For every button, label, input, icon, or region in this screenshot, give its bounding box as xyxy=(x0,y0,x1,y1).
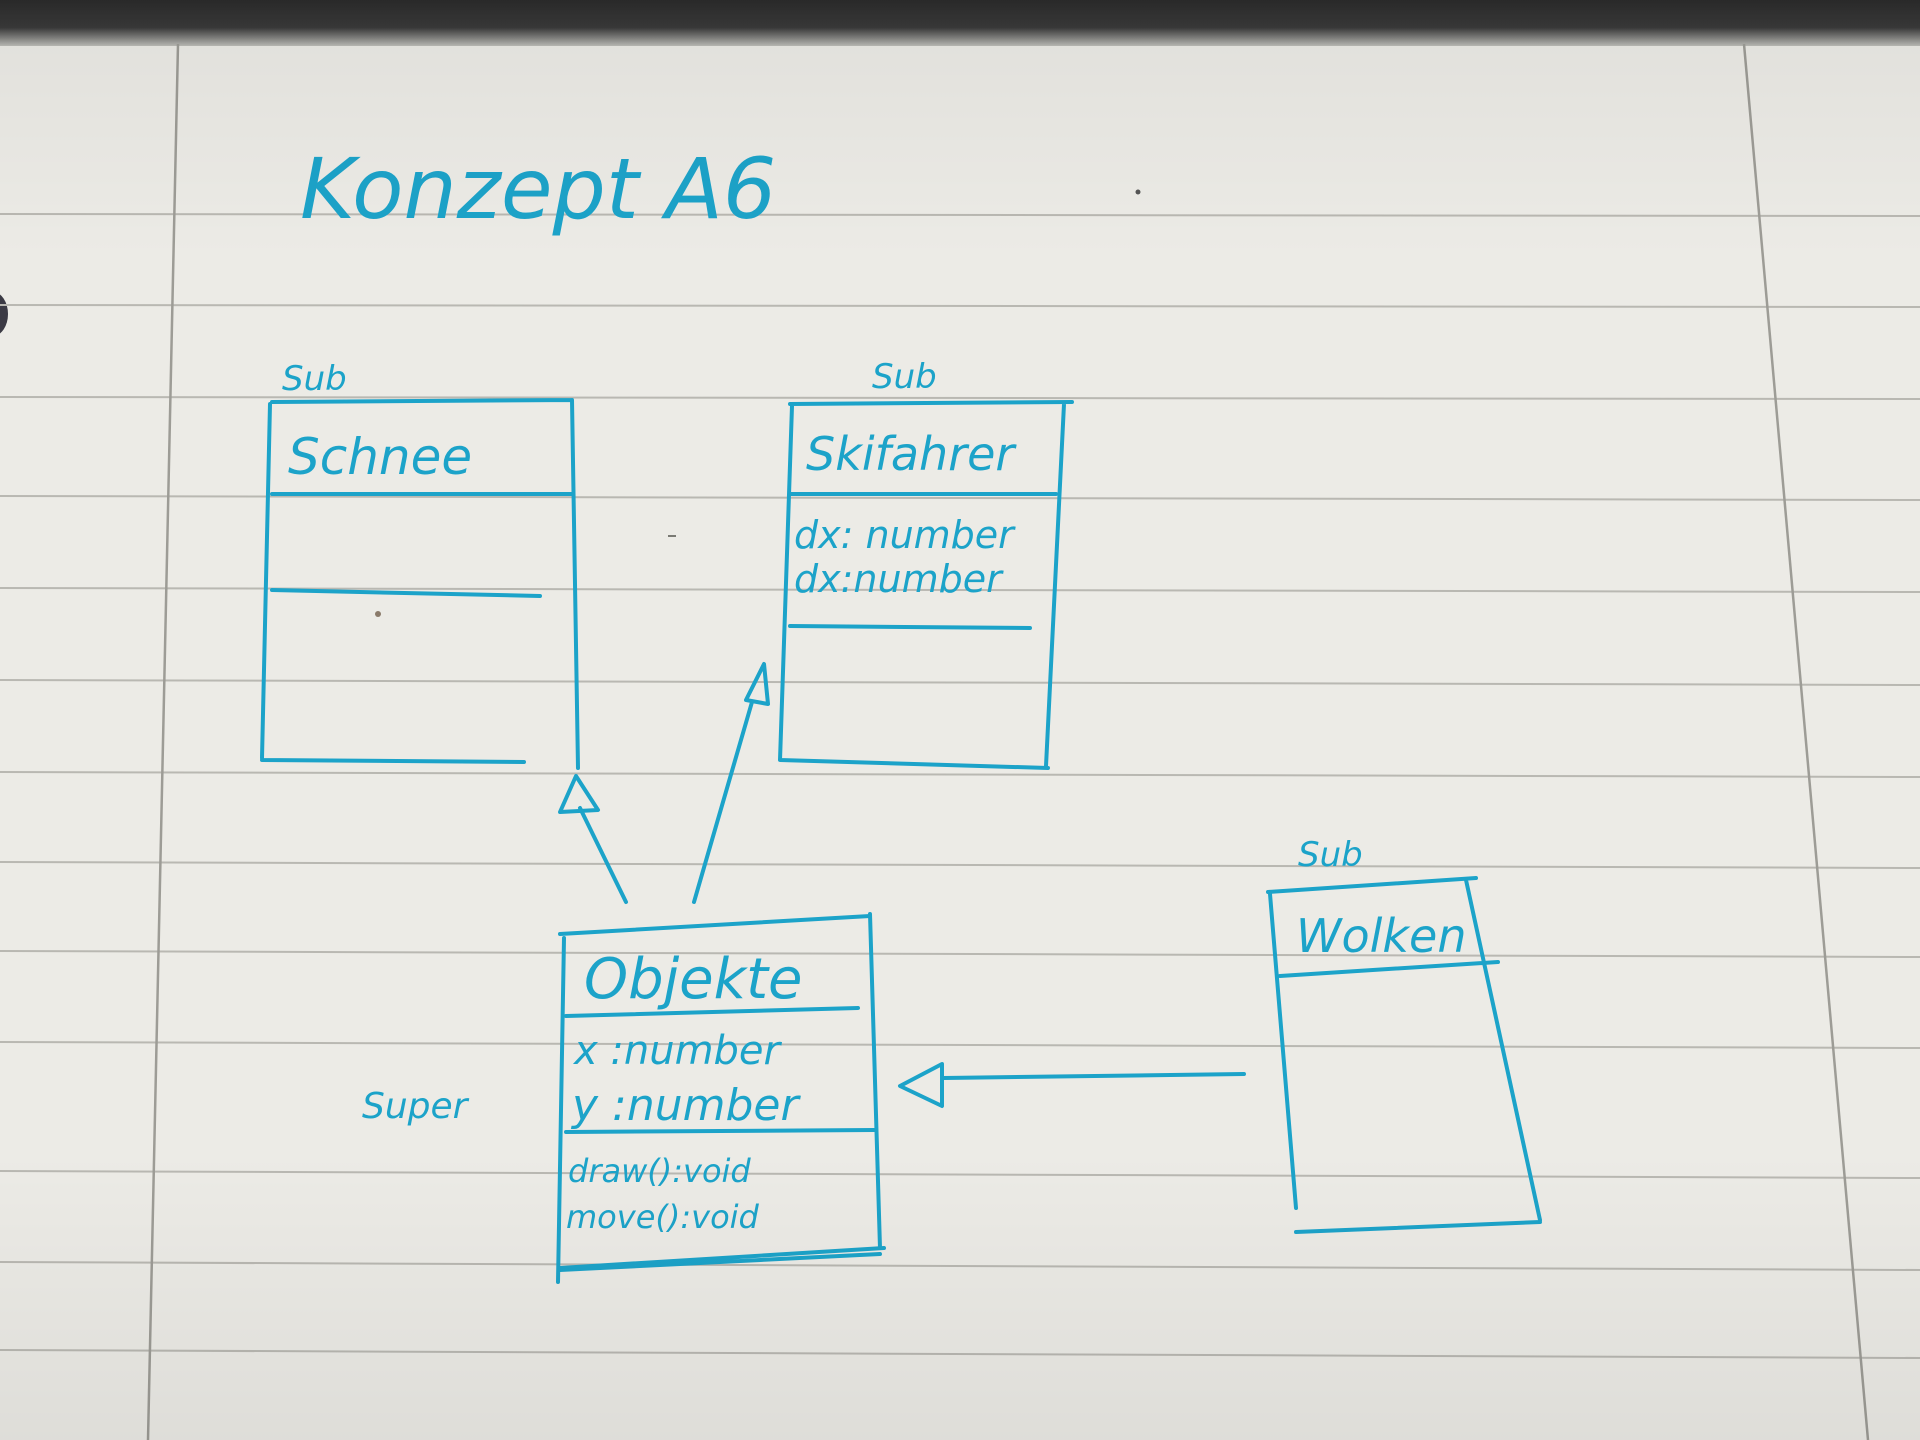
inheritance-objekte-to-skifahrer xyxy=(692,662,770,904)
class-schnee-stereotype: Sub xyxy=(282,359,347,399)
class-objekte-name: Objekte xyxy=(584,947,802,1012)
class-skifahrer-name: Skifahrer xyxy=(806,427,1017,481)
rule-line xyxy=(0,1261,1920,1271)
rule-line xyxy=(0,1170,1920,1179)
generalization-line xyxy=(942,1072,1246,1080)
page-top-shadow xyxy=(0,0,1920,46)
ruled-lines xyxy=(0,213,1920,1359)
class-objekte-box xyxy=(556,912,886,1284)
diagram-title: Konzept A6 xyxy=(300,140,776,238)
class-skifahrer: Sub Skifahrer dx: number dx:number xyxy=(778,357,1074,770)
rule-line xyxy=(0,1041,1920,1049)
inheritance-wolken-to-objekte xyxy=(898,1062,1246,1108)
class-wolken-name: Wolken xyxy=(1296,909,1467,963)
class-objekte-stereotype: Super xyxy=(362,1086,470,1127)
rule-line xyxy=(0,1349,1920,1359)
rule-line xyxy=(0,304,1920,308)
rule-line xyxy=(0,495,1920,501)
class-schnee-box xyxy=(260,398,580,770)
rule-line xyxy=(0,771,1920,778)
right-margin-line xyxy=(1742,43,1870,1440)
rule-line xyxy=(0,679,1920,686)
rule-line xyxy=(0,396,1920,400)
class-schnee: Sub Schnee xyxy=(260,359,580,770)
rule-line xyxy=(0,213,1920,217)
class-skifahrer-attribute: dx:number xyxy=(794,557,1004,601)
class-schnee-name: Schnee xyxy=(288,428,472,486)
generalization-line xyxy=(578,806,628,904)
class-wolken-stereotype: Sub xyxy=(1298,835,1363,875)
class-wolken: Sub Wolken xyxy=(1266,835,1542,1234)
rule-line xyxy=(0,587,1920,593)
hollow-triangle-arrowhead-icon xyxy=(558,774,600,814)
class-wolken-box xyxy=(1266,876,1542,1234)
class-objekte-method: move():void xyxy=(566,1198,760,1236)
rule-line xyxy=(0,950,1920,958)
class-skifahrer-stereotype: Sub xyxy=(872,357,937,397)
class-objekte-method: draw():void xyxy=(568,1152,751,1190)
paper-speck xyxy=(1135,189,1141,195)
hollow-triangle-arrowhead-icon xyxy=(744,662,770,706)
paper-speck xyxy=(375,611,381,617)
class-objekte: Super Objekte x :number y :number draw()… xyxy=(362,912,886,1284)
class-objekte-attribute: x :number xyxy=(572,1028,783,1074)
class-objekte-attribute: y :number xyxy=(570,1080,801,1131)
generalization-line xyxy=(692,700,754,904)
left-margin-line xyxy=(146,43,180,1440)
margin-lines xyxy=(146,43,1870,1440)
inheritance-objekte-to-schnee xyxy=(558,774,628,904)
class-skifahrer-attribute: dx: number xyxy=(794,513,1016,557)
binder-hole xyxy=(0,292,8,336)
hollow-triangle-arrowhead-icon xyxy=(898,1062,944,1108)
rule-line xyxy=(0,861,1920,869)
class-skifahrer-box xyxy=(778,400,1074,770)
